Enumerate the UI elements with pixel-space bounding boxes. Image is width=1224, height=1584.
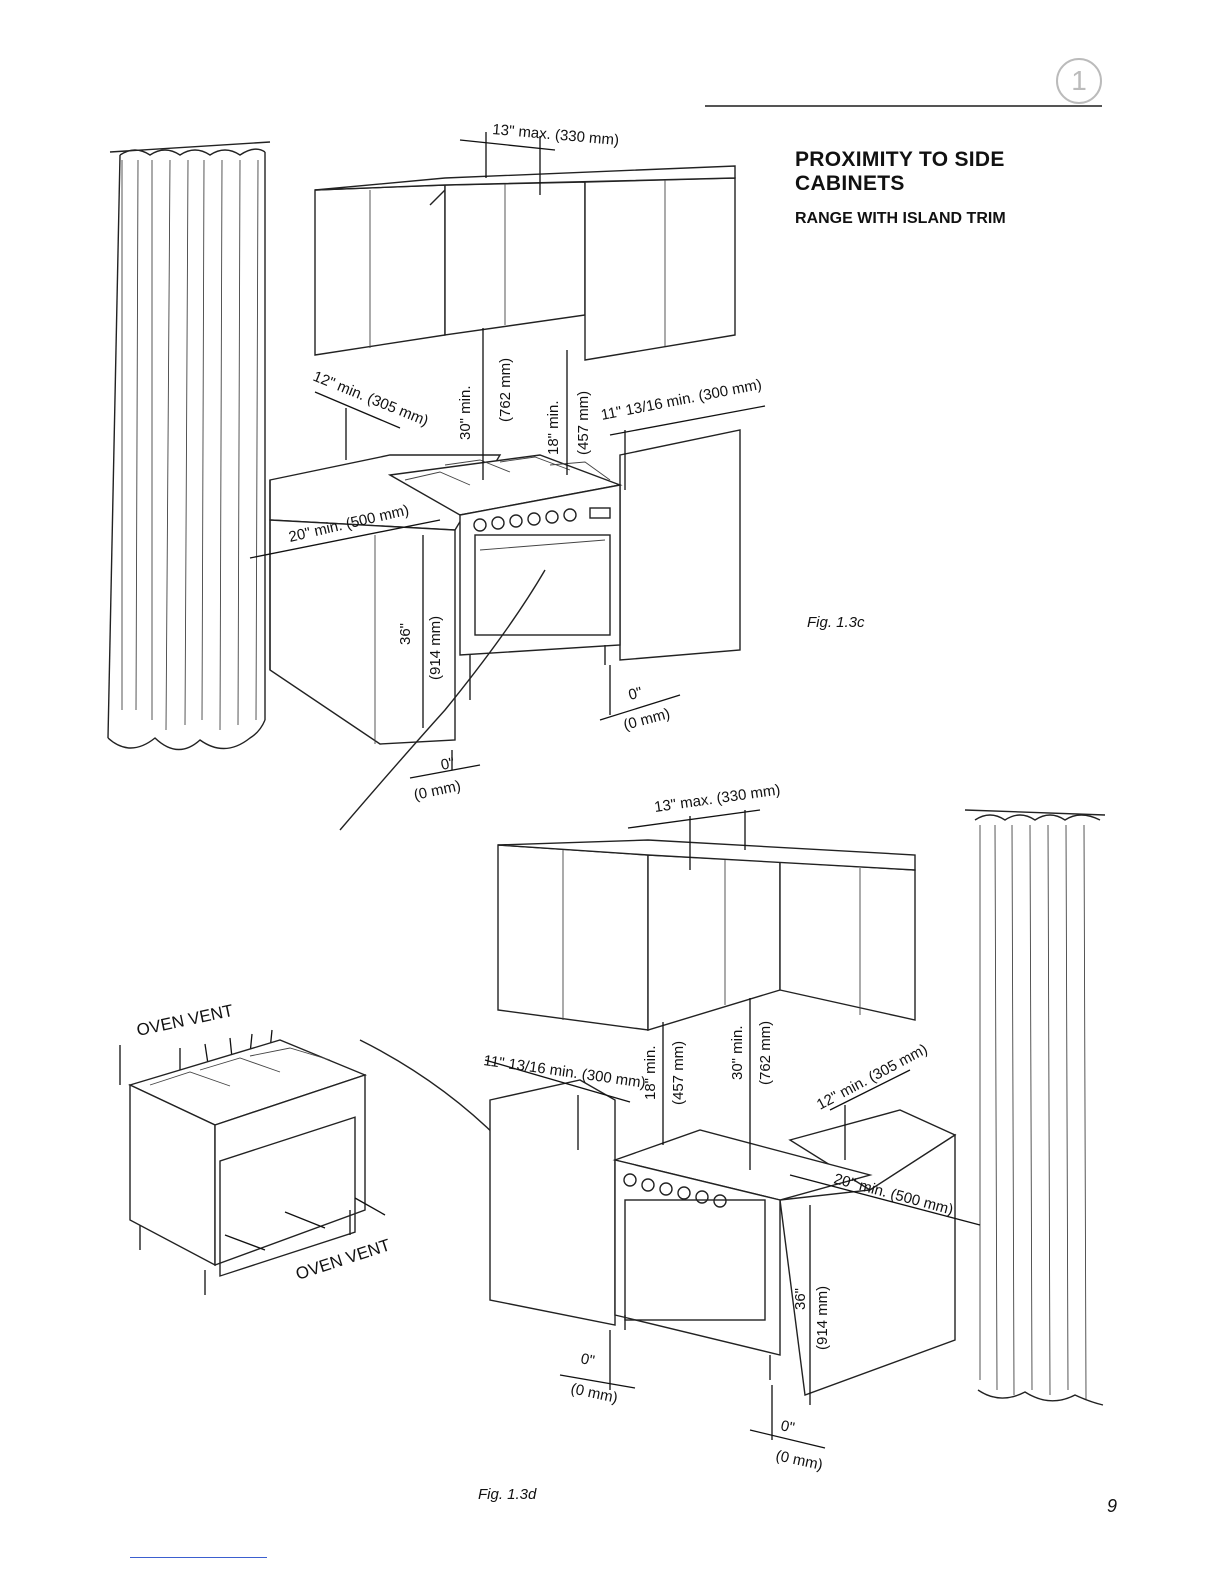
dim-side-cabinet-height-mm: (457 mm) bbox=[575, 391, 592, 455]
dim-side-cabinet-height: 18" min. bbox=[545, 400, 562, 455]
vent-label-bottom: OVEN VENT bbox=[293, 1235, 392, 1283]
dim-counter-height: 36" bbox=[397, 623, 414, 645]
upper-cabinets-bottom bbox=[497, 839, 916, 1031]
chapter-badge: 1 bbox=[1056, 58, 1102, 104]
page-number: 9 bbox=[1107, 1496, 1118, 1516]
caption-fig-1-3d: Fig. 1.3d bbox=[478, 1486, 537, 1503]
dim-side-cabinet-height-bottom: 18" min. bbox=[642, 1045, 659, 1100]
dim-hood-height-mm-bottom: (762 mm) bbox=[757, 1021, 774, 1085]
page-subtitle: RANGE WITH ISLAND TRIM bbox=[795, 210, 1006, 227]
oven-detail: OVEN VENT OVEN VENT bbox=[119, 1001, 581, 1295]
vent-label-top: OVEN VENT bbox=[135, 1001, 235, 1040]
dim-gap-right: 0" bbox=[627, 684, 645, 704]
curtain-left bbox=[107, 141, 271, 751]
dim-side-cabinet-height-mm-bottom: (457 mm) bbox=[670, 1041, 687, 1105]
range-cooker bbox=[387, 454, 623, 700]
range-cooker-bottom bbox=[612, 1129, 873, 1380]
dim-gap-left-bottom: 0" bbox=[579, 1350, 596, 1369]
dim-hood-height-bottom: 30" min. bbox=[729, 1025, 746, 1080]
dim-gap-left: 0" bbox=[439, 754, 456, 773]
counters bbox=[269, 429, 741, 745]
dim-gap-right-mm-bottom: (0 mm) bbox=[774, 1447, 824, 1474]
caption-fig-1-3c: Fig. 1.3c bbox=[807, 614, 865, 631]
header-rule bbox=[705, 105, 1102, 107]
footer-link-line bbox=[130, 1557, 267, 1558]
dim-right-cabinet-width: 11" 13/16 min. (300 mm) bbox=[600, 376, 764, 424]
dim-right-cabinet-width-bottom: 12" min. (305 mm) bbox=[814, 1041, 930, 1114]
curtain-right bbox=[964, 809, 1106, 1406]
dim-hood-height-mm: (762 mm) bbox=[497, 358, 514, 422]
dim-hood-overhang-bottom: 13" max. (330 mm) bbox=[653, 781, 781, 816]
page-title: PROXIMITY TO SIDE CABINETS bbox=[795, 148, 1005, 195]
figure-top-diagram: 13" max. (330 mm) 30" min. (762 mm) 18" … bbox=[107, 121, 766, 831]
dim-counter-height-mm: (914 mm) bbox=[427, 616, 444, 680]
leader-curve-top bbox=[339, 569, 546, 831]
chapter-number: 1 bbox=[1071, 65, 1087, 96]
dim-counter-height-mm-bottom: (914 mm) bbox=[814, 1286, 831, 1350]
dim-left-cabinet-width: 12" min. (305 mm) bbox=[311, 368, 431, 430]
figure-bottom-diagram: OVEN VENT OVEN VENT bbox=[119, 781, 1106, 1474]
dim-hood-height: 30" min. bbox=[457, 385, 474, 440]
dim-gap-right-bottom: 0" bbox=[779, 1417, 796, 1436]
dim-gap-right-mm: (0 mm) bbox=[622, 705, 672, 734]
upper-cabinets bbox=[314, 165, 736, 361]
dim-counter-height-bottom: 36" bbox=[792, 1288, 809, 1310]
